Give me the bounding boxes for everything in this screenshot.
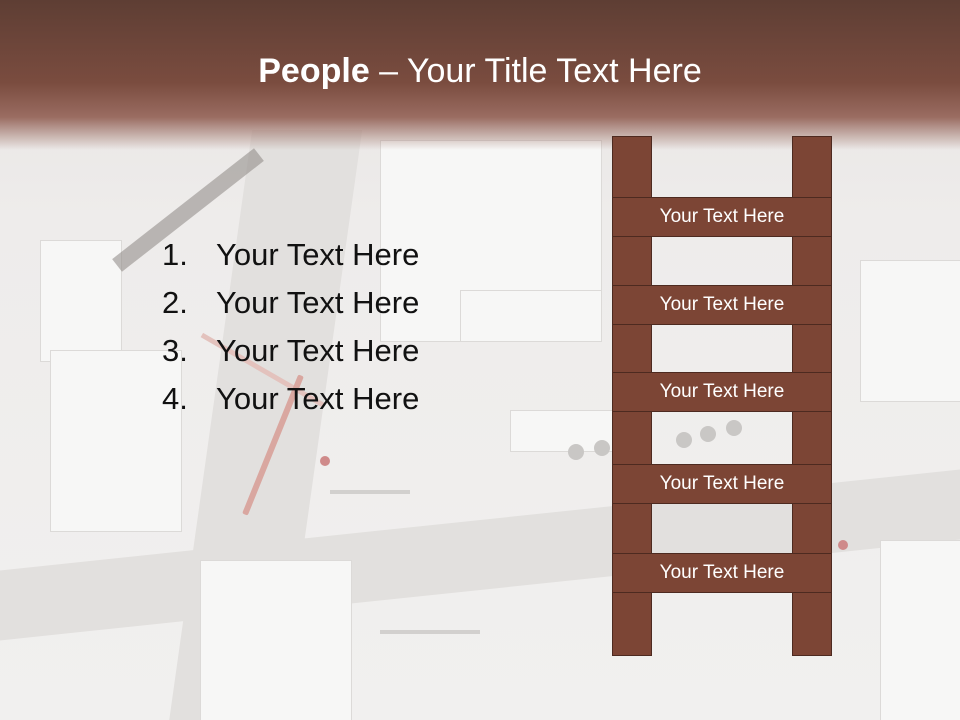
background-building — [200, 560, 352, 720]
list-item: 3. Your Text Here — [162, 332, 419, 380]
list-item: 1. Your Text Here — [162, 236, 419, 284]
ladder-rung: Your Text Here — [612, 197, 832, 237]
ladder-rung: Your Text Here — [612, 553, 832, 593]
background-building — [460, 290, 602, 342]
title-rest: – Your Title Text Here — [369, 52, 702, 90]
background-building — [50, 350, 182, 532]
list-number: 1. — [162, 237, 188, 272]
tree — [594, 440, 610, 456]
list-number: 4. — [162, 381, 188, 416]
ladder-rung: Your Text Here — [612, 464, 832, 504]
title-bold: People — [258, 52, 370, 90]
background-building — [880, 540, 960, 720]
map-pin — [838, 540, 848, 550]
ladder-rung: Your Text Here — [612, 285, 832, 325]
list-text: Your Text Here — [216, 285, 420, 320]
header-band — [0, 0, 960, 150]
list-item: 4. Your Text Here — [162, 380, 419, 428]
tree — [726, 420, 742, 436]
list-text: Your Text Here — [216, 333, 420, 368]
map-pin — [320, 456, 330, 466]
background-building — [860, 260, 960, 402]
tree — [700, 426, 716, 442]
background-building — [40, 240, 122, 362]
crosswalk — [330, 490, 410, 494]
tree — [676, 432, 692, 448]
ladder-rung: Your Text Here — [612, 372, 832, 412]
crosswalk — [380, 630, 480, 634]
list-number: 2. — [162, 285, 188, 320]
numbered-list: 1. Your Text Here 2. Your Text Here 3. Your… — [162, 236, 419, 428]
tree — [568, 444, 584, 460]
list-number: 3. — [162, 333, 188, 368]
list-text: Your Text Here — [216, 237, 420, 272]
slide-title: People – Your Title Text Here — [0, 52, 960, 91]
list-text: Your Text Here — [216, 381, 420, 416]
list-item: 2. Your Text Here — [162, 284, 419, 332]
